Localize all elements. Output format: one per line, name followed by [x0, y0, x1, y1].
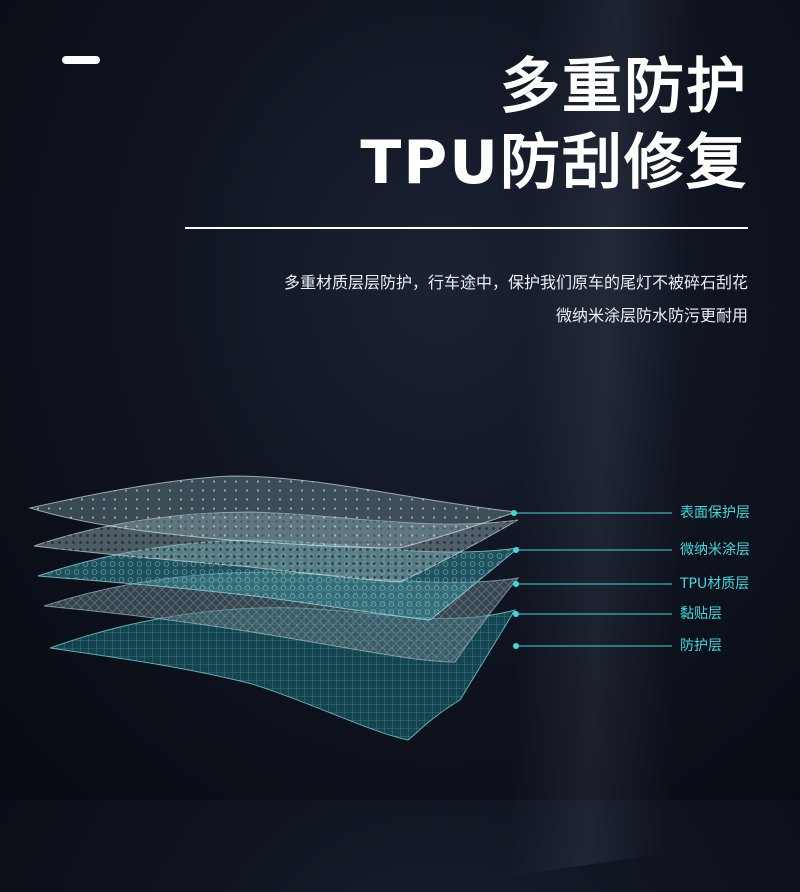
leader-dot-protective: [513, 643, 519, 649]
layer-label-nano-coating: 微纳米涂层: [680, 542, 750, 558]
description-line-1: 多重材质层层防护，行车途中，保护我们原车的尾灯不被碎石刮花: [283, 273, 748, 292]
heading-line-1: 多重防护: [500, 52, 748, 122]
layer-label-surface: 表面保护层: [680, 505, 750, 521]
leader-dot-adhesive: [513, 611, 519, 617]
heading-line-2: TPU防刮修复: [360, 128, 748, 198]
leader-lines: [511, 510, 672, 649]
layer-diagram: [28, 475, 672, 741]
layer-sheet-surface: [28, 475, 517, 549]
accent-dash: [62, 56, 100, 64]
leader-dot-tpu: [513, 581, 519, 587]
layer-label-tpu: TPU材质层: [680, 576, 750, 592]
description-line-2: 微纳米涂层防水防污更耐用: [555, 306, 748, 325]
leader-dot-surface: [511, 510, 517, 516]
divider-line: [185, 227, 748, 229]
layer-label-protective: 防护层: [680, 638, 722, 654]
layer-label-adhesive: 黏贴层: [680, 606, 722, 622]
leader-dot-nano: [513, 547, 519, 553]
